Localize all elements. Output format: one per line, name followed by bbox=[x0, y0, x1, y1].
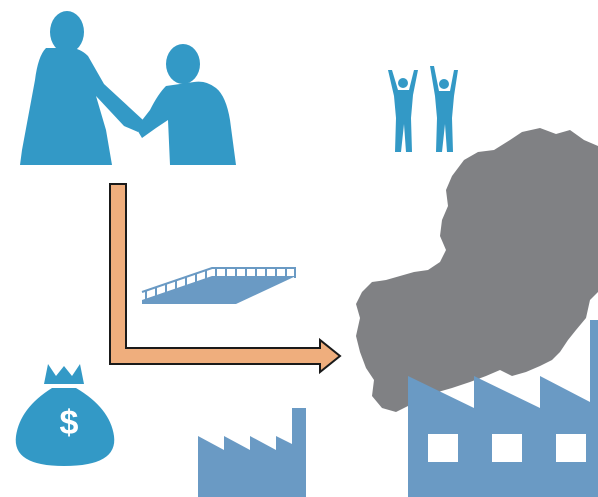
celebrating-people-icon bbox=[388, 66, 458, 152]
small-factory-icon bbox=[198, 408, 306, 497]
bridge-icon bbox=[141, 267, 296, 304]
dollar-sign: $ bbox=[59, 403, 79, 442]
large-factory-icon bbox=[408, 320, 598, 497]
map-region-icon bbox=[356, 128, 598, 412]
handshake-icon bbox=[20, 11, 236, 165]
money-bag-icon bbox=[15, 364, 115, 466]
bent-arrow-icon bbox=[109, 183, 342, 375]
